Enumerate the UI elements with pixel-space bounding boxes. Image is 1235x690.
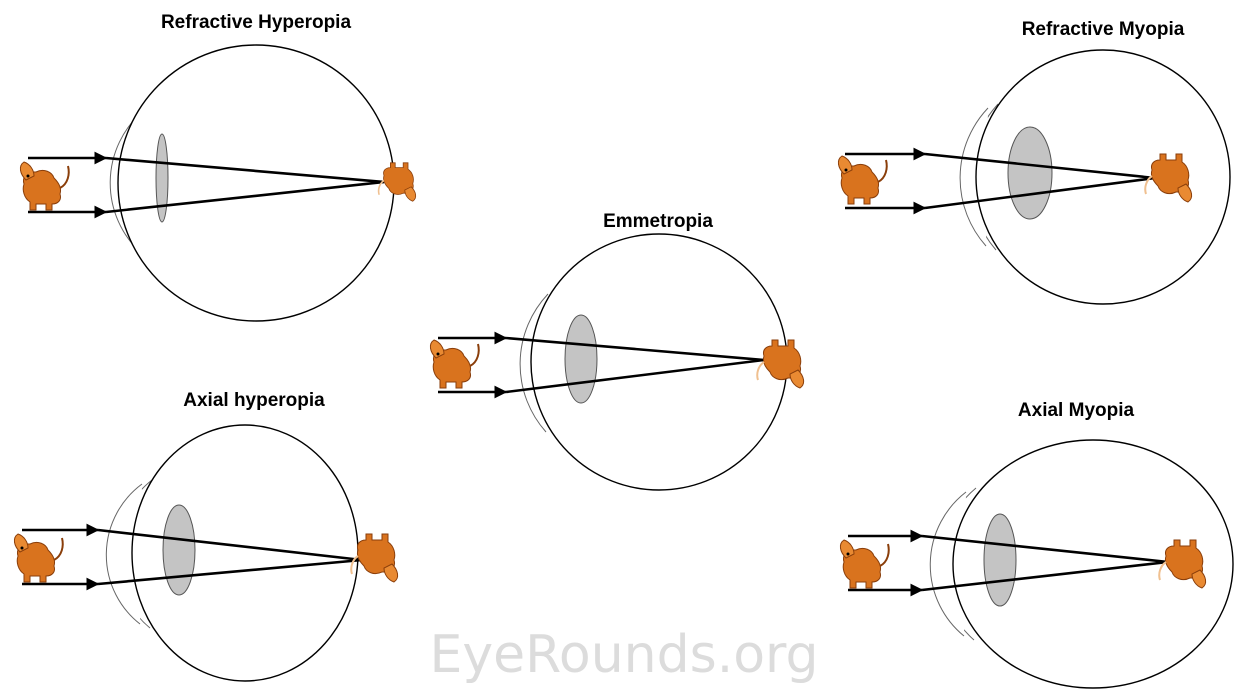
dog-object-icon	[20, 162, 68, 210]
panel-title: Axial Myopia	[1018, 400, 1135, 421]
panel-title: Emmetropia	[603, 211, 713, 232]
panel-title: Refractive Hyperopia	[161, 12, 352, 33]
panel-refractive-myopia: Refractive Myopia	[838, 19, 1230, 304]
dog-object-icon	[840, 540, 888, 588]
lens-icon	[984, 514, 1016, 606]
panel-axial-myopia: Axial Myopia	[840, 400, 1233, 688]
panel-title: Refractive Myopia	[1022, 19, 1185, 40]
panel-emmetropia: Emmetropia	[430, 211, 803, 490]
panel-refractive-hyperopia: Refractive Hyperopia	[20, 12, 415, 321]
lens-icon	[156, 134, 168, 222]
watermark: EyeRounds.org	[429, 625, 818, 685]
panel-title: Axial hyperopia	[183, 390, 325, 411]
panel-axial-hyperopia: Axial hyperopia	[14, 390, 397, 681]
dog-object-icon	[14, 534, 62, 582]
lens-icon	[565, 315, 597, 403]
dog-object-icon	[430, 340, 478, 388]
lens-icon	[1008, 127, 1052, 219]
lens-icon	[163, 505, 195, 595]
dog-object-icon	[838, 156, 886, 204]
